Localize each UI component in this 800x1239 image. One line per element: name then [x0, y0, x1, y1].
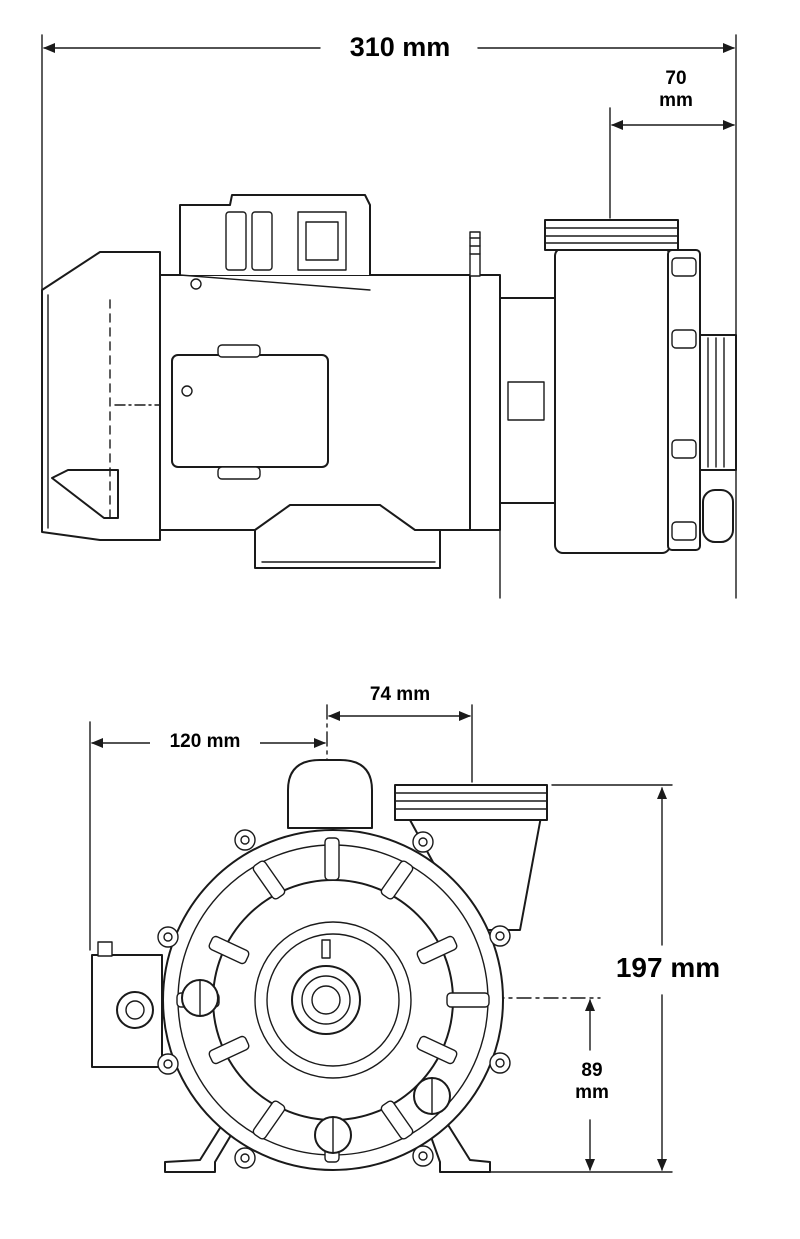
side-view	[41, 34, 737, 599]
dim-label-shaft-to-outlet: 74 mm	[352, 684, 448, 706]
volute-flange	[667, 249, 701, 551]
base-foot-right	[424, 1119, 491, 1173]
drain-plug	[702, 489, 734, 543]
seal-plate	[469, 274, 501, 531]
outlet-thread	[544, 219, 679, 251]
shaft	[311, 985, 341, 1015]
motor-end-cap	[41, 251, 161, 541]
terminal-box	[171, 354, 329, 468]
bolt-lugs	[157, 829, 511, 1169]
motor-foot	[254, 504, 441, 569]
dim-label-outlet-offset: 70 mm	[646, 68, 706, 112]
end-cap-foot	[51, 469, 119, 519]
front-view	[89, 704, 673, 1173]
top-lug	[287, 759, 373, 829]
discharge-thread	[394, 784, 548, 821]
dim-label-shaft-to-side: 120 mm	[150, 731, 260, 753]
shaft-hub	[291, 965, 361, 1035]
dim-label-overall-length: 310 mm	[330, 32, 470, 64]
suction-thread	[699, 334, 737, 471]
capacitor-box	[179, 194, 371, 276]
pump-volute	[554, 247, 671, 554]
dim-label-overall-height: 197 mm	[604, 952, 732, 985]
dim-label-shaft-height: 89 mm	[564, 1060, 620, 1104]
clamp-knobs	[181, 979, 451, 1154]
